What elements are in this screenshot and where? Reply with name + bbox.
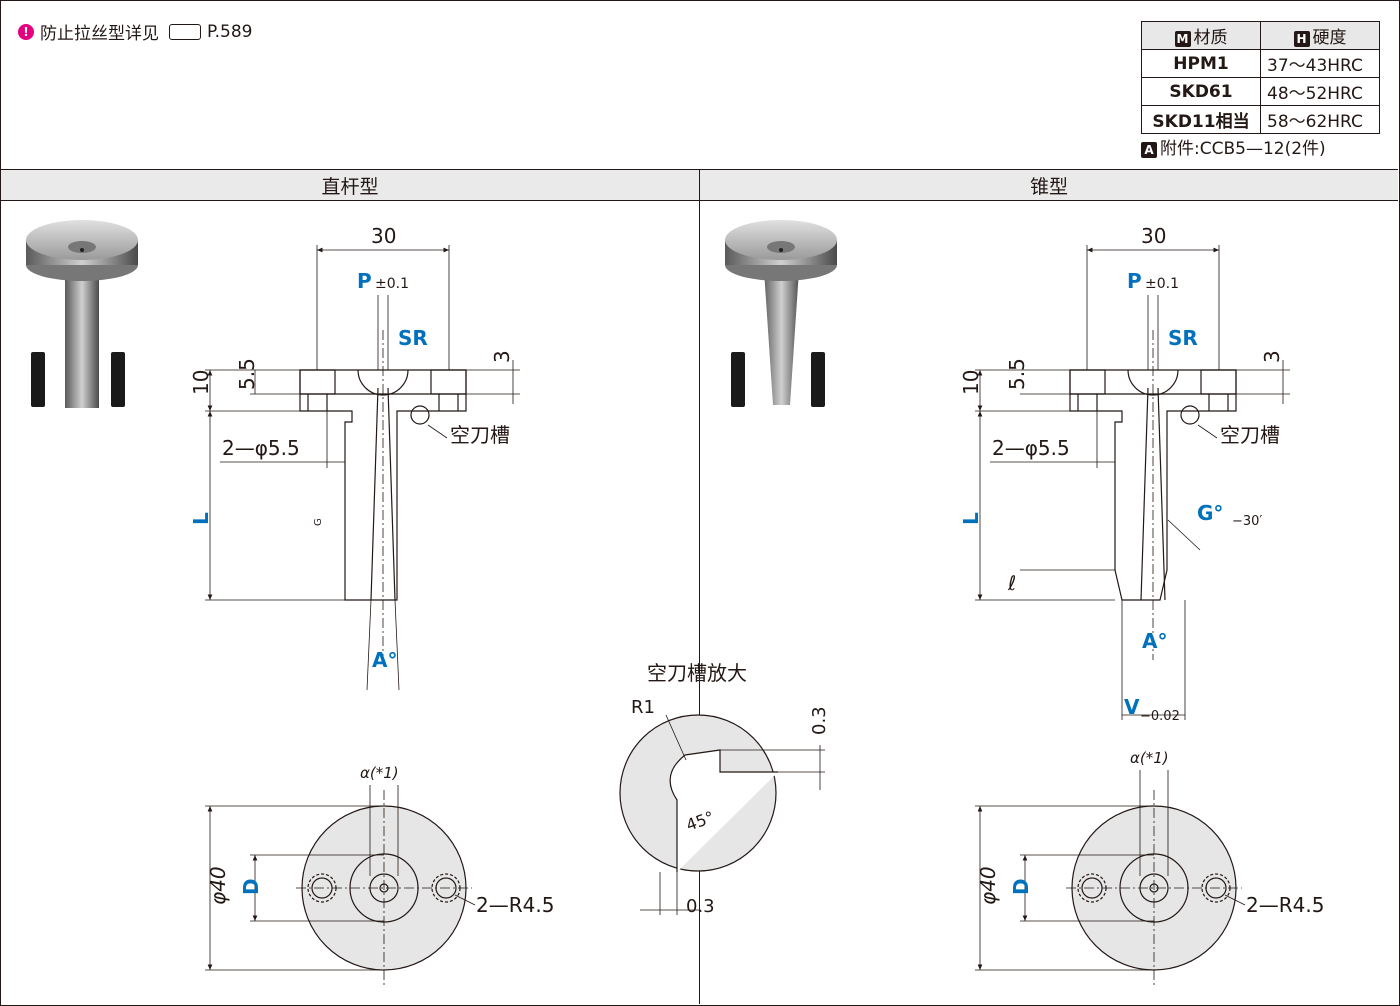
hardness-header-label: 硬度 [1312,28,1347,48]
section-header-straight: 直杆型 [1,169,699,201]
taper-dimension-lines [975,245,1290,720]
dim-10: 10 [189,370,213,395]
dim-alpha: α(*1) [360,764,399,782]
dim-5-5: 5.5 [235,358,259,390]
dim-sr: SR [398,326,428,350]
dim-0-3-b: 0.3 [686,896,715,917]
dim-3: 3 [490,350,514,363]
dim-holes: 2—φ5.5 [222,436,300,460]
h-tag: H [1293,31,1310,47]
dim-g-tol: −30′ [1232,514,1262,529]
dim-a-angle: A° [372,648,397,672]
dim-holes-t: 2—φ5.5 [992,436,1070,460]
dim-v-tol: −0.02 [1140,709,1180,724]
section-header-taper: 锥型 [700,169,1398,201]
straight-plan-text: φ40 D 2—R4.5 [206,866,554,917]
straight-plan-dims [205,785,476,971]
dim-3-t: 3 [1260,350,1284,363]
dim-v: V [1124,695,1140,719]
straight-dimension-lines [205,245,520,691]
dim-l-t: L [959,512,983,525]
dim-g-angle: G° [1197,501,1223,525]
dim-10-t: 10 [959,370,983,395]
taper-plan-dims [975,770,1246,971]
hardness-cell: 48～52HRC [1260,77,1380,106]
section-title-straight: 直杆型 [321,175,379,198]
material-cell: SKD11相当 [1141,105,1261,134]
straight-side-view [299,330,467,660]
dim-ell: ℓ [1007,571,1016,595]
dim-r1: R1 [631,697,655,718]
product-photo-straight [26,220,138,408]
a-tag: A [1141,142,1157,158]
section-divider [699,169,700,1004]
rough-g: G [313,518,324,526]
taper-plan-view [1066,790,1242,986]
m-tag: M [1174,31,1191,47]
dim-sr-t: SR [1168,326,1198,350]
dim-width-30-t: 30 [1141,224,1166,248]
dim-d: D [239,878,263,895]
dim-p-tol: ±0.1 [375,276,409,292]
taper-side-view [1069,330,1237,660]
groove-label: 空刀槽 [450,423,510,447]
note-text: 防止拉丝型详见 [40,24,159,44]
note-ref[interactable]: P.589 [207,21,253,42]
detail-title: 空刀槽放大 [647,661,747,685]
dim-dia40-t: φ40 [976,866,1000,905]
hardness-cell: 37～43HRC [1260,49,1380,78]
dim-p: P [357,269,372,293]
straight-text: 30 P ±0.1 SR 3 10 5.5 2—φ5.5 空刀槽 L G A° … [189,224,514,782]
note-line: ! 防止拉丝型详见 P.589 [18,19,252,44]
info-icon: ! [18,23,34,40]
pointing-hand-icon [169,23,201,40]
dim-5-5-t: 5.5 [1005,358,1029,390]
taper-text: 30 P ±0.1 SR 3 10 5.5 2—φ5.5 空刀槽 L G° −3… [959,224,1284,767]
material-cell: SKD61 [1141,77,1261,106]
attachment-text: 附件:CCB5—12(2件) [1160,139,1326,159]
straight-plan-view [296,790,472,986]
dim-r45: 2—R4.5 [476,893,554,917]
groove-detail [619,714,825,915]
groove-label-t: 空刀槽 [1220,423,1280,447]
dim-a-angle-t: A° [1142,629,1167,653]
hardness-cell: 58～62HRC [1260,105,1380,134]
dim-p-t: P [1127,269,1142,293]
taper-plan-text: φ40 D 2—R4.5 [976,866,1324,917]
dim-p-tol-t: ±0.1 [1145,276,1179,292]
dim-dia40: φ40 [206,866,230,905]
product-photo-taper [725,220,837,407]
dim-0-3-a: 0.3 [809,706,830,735]
section-title-taper: 锥型 [1029,175,1068,198]
dim-alpha-t: α(*1) [1130,749,1169,767]
dim-d-t: D [1009,878,1033,895]
material-header-label: 材质 [1193,28,1228,48]
dim-l: L [189,512,213,525]
dim-width-30: 30 [371,224,396,248]
dim-r45-t: 2—R4.5 [1246,893,1324,917]
